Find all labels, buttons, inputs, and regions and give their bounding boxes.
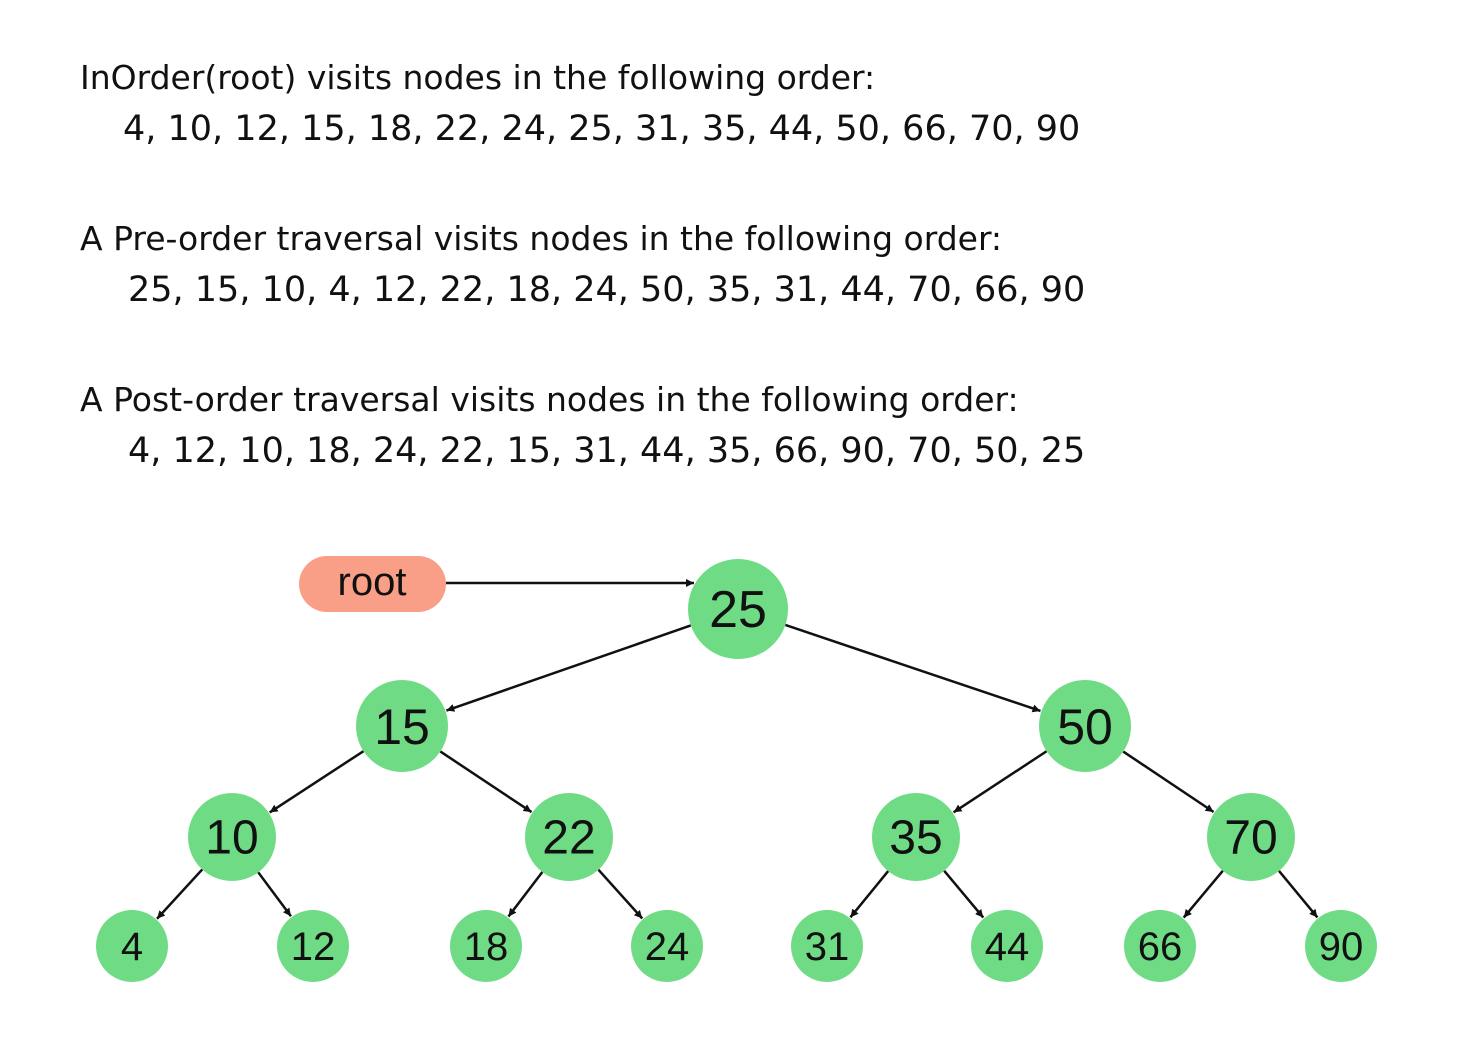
tree-node-44: 44 xyxy=(971,910,1043,982)
tree-node-12: 12 xyxy=(277,910,349,982)
edge-10-to-12 xyxy=(257,871,292,918)
tree-node-circle xyxy=(791,910,863,982)
tree-node-10: 10 xyxy=(188,793,276,881)
tree-node-15: 15 xyxy=(356,680,448,772)
tree-node-label: 70 xyxy=(1224,812,1277,865)
root-pointer-label: root xyxy=(338,560,407,604)
tree-node-label: 4 xyxy=(121,925,143,969)
tree-node-25: 25 xyxy=(688,559,788,659)
tree-node-label: 25 xyxy=(709,581,767,639)
tree-node-circle xyxy=(872,793,960,881)
postorder-sequence: 4, 12, 10, 18, 24, 22, 15, 31, 44, 35, 6… xyxy=(128,431,1086,471)
edge-35-to-31 xyxy=(849,870,890,919)
tree-node-label: 22 xyxy=(542,812,595,865)
edge-25-to-50 xyxy=(784,623,1041,713)
tree-node-label: 44 xyxy=(985,925,1030,969)
tree-node-circle xyxy=(356,680,448,772)
tree-node-circle xyxy=(1207,793,1295,881)
tree-node-label: 66 xyxy=(1138,925,1183,969)
tree-node-24: 24 xyxy=(631,910,703,982)
tree-node-circle xyxy=(688,559,788,659)
inorder-sequence: 4, 10, 12, 15, 18, 22, 24, 25, 31, 35, 4… xyxy=(123,109,1081,149)
tree-node-label: 18 xyxy=(464,925,509,969)
postorder-caption: A Post-order traversal visits nodes in t… xyxy=(80,380,1019,419)
root-pointer-pill xyxy=(299,556,446,612)
inorder-caption: InOrder(root) visits nodes in the follow… xyxy=(80,58,876,97)
tree-node-31: 31 xyxy=(791,910,863,982)
tree-node-label: 50 xyxy=(1057,699,1113,755)
tree-node-label: 90 xyxy=(1319,925,1364,969)
tree-node-label: 24 xyxy=(645,925,690,969)
tree-node-circle xyxy=(277,910,349,982)
edge-25-to-15 xyxy=(445,624,692,712)
edge-15-to-22 xyxy=(439,750,533,814)
tree-node-label: 15 xyxy=(374,699,430,755)
tree-node-66: 66 xyxy=(1124,910,1196,982)
tree-nodes: 25 15 10 4 12 22 18 24 50 35 31 44 70 66 90 xyxy=(96,559,1377,982)
tree-node-circle xyxy=(450,910,522,982)
tree-node-label: 35 xyxy=(889,812,942,865)
tree-node-90: 90 xyxy=(1305,910,1377,982)
edge-22-to-18 xyxy=(507,871,544,918)
tree-node-circle xyxy=(525,793,613,881)
edge-70-to-90 xyxy=(1278,870,1319,919)
tree-node-22: 22 xyxy=(525,793,613,881)
tree-node-label: 31 xyxy=(805,925,850,969)
edge-35-to-44 xyxy=(943,869,985,919)
tree-node-circle xyxy=(1124,910,1196,982)
tree-node-circle xyxy=(971,910,1043,982)
tree-node-35: 35 xyxy=(872,793,960,881)
tree-node-70: 70 xyxy=(1207,793,1295,881)
edge-70-to-66 xyxy=(1182,869,1224,919)
tree-node-label: 10 xyxy=(205,812,258,865)
root-pointer: root xyxy=(299,556,446,612)
preorder-sequence: 25, 15, 10, 4, 12, 22, 18, 24, 50, 35, 3… xyxy=(128,270,1086,310)
tree-node-circle xyxy=(188,793,276,881)
edge-50-to-70 xyxy=(1122,750,1215,814)
tree-node-circle xyxy=(96,910,168,982)
tree-node-circle xyxy=(1039,680,1131,772)
tree-edges xyxy=(156,579,1319,920)
tree-node-4: 4 xyxy=(96,910,168,982)
tree-node-circle xyxy=(631,910,703,982)
tree-node-50: 50 xyxy=(1039,680,1131,772)
tree-node-label: 12 xyxy=(291,925,336,969)
edge-10-to-4 xyxy=(156,868,204,920)
preorder-caption: A Pre-order traversal visits nodes in th… xyxy=(80,219,1003,258)
edge-15-to-10 xyxy=(268,750,365,814)
tree-node-circle xyxy=(1305,910,1377,982)
tree-node-18: 18 xyxy=(450,910,522,982)
edge-22-to-24 xyxy=(597,868,644,920)
edge-50-to-35 xyxy=(952,750,1048,814)
